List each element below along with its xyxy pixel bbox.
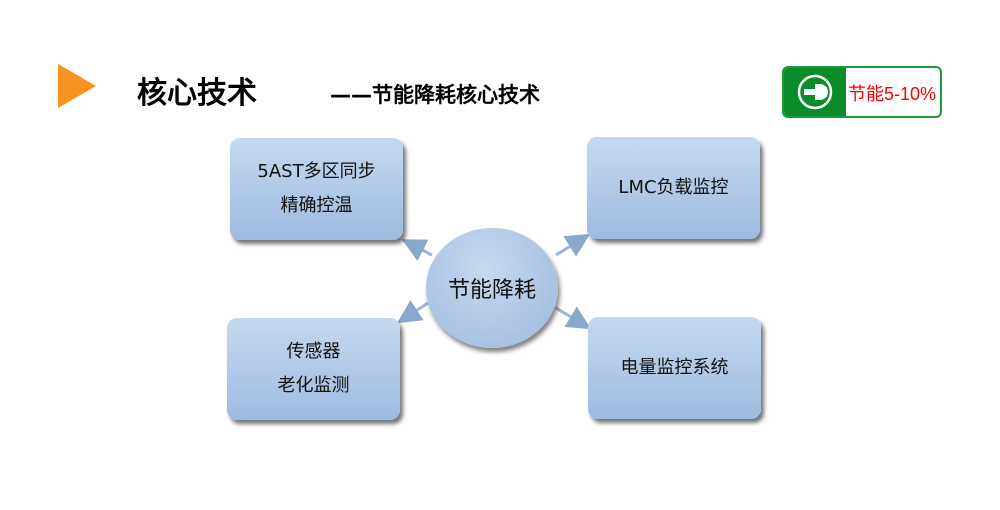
center-label: 节能降耗	[447, 278, 536, 303]
node-sensor-aging-monitoring: 传感器 老化监测	[227, 318, 400, 420]
page-title: 核心技术	[137, 76, 257, 111]
arrow-top-right	[555, 233, 591, 257]
arrow-top-left	[401, 239, 433, 261]
arrow-bullet-icon	[58, 64, 96, 108]
arrow-bottom-left	[396, 300, 429, 324]
node-line: 老化监测	[277, 375, 350, 396]
node-power-monitoring-system: 电量监控系统	[588, 317, 761, 419]
node-line: 传感器	[286, 341, 341, 362]
center-node: 节能降耗	[426, 228, 558, 348]
node-lmc-load-monitoring: LMC负载监控	[587, 137, 760, 239]
plug-icon	[784, 68, 846, 116]
badge-text: 节能5-10%	[848, 84, 937, 104]
page-subtitle: ——节能降耗核心技术	[330, 83, 540, 107]
arrow-bottom-right	[555, 306, 592, 330]
node-line: 精确控温	[280, 195, 353, 216]
energy-saving-badge: 节能5-10%	[782, 66, 942, 118]
node-line: LMC负载监控	[618, 177, 729, 198]
node-5ast-temperature-control: 5AST多区同步 精确控温	[230, 138, 403, 240]
node-line: 5AST多区同步	[257, 161, 376, 182]
node-line: 电量监控系统	[620, 357, 729, 378]
